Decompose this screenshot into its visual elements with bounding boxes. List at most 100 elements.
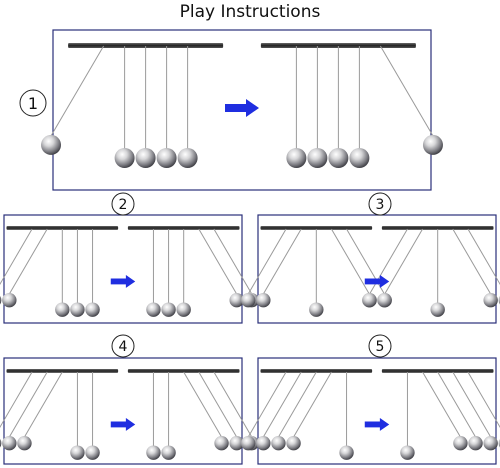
cradle-before-ball [309, 302, 324, 317]
cradle-before-string [50, 45, 105, 137]
cradle-before-bar [6, 369, 119, 373]
page-title: Play Instructions [179, 2, 321, 22]
step-number-circle [111, 334, 135, 358]
cradle-before-ball [114, 148, 135, 168]
cradle-before-ball [70, 445, 85, 460]
cradle-after-bar [260, 43, 416, 48]
cradle-after-ball [161, 302, 176, 317]
cradle-after-ball [146, 302, 161, 317]
cradle-after-string [422, 371, 461, 438]
cradle-after-bar [381, 369, 494, 373]
cradle-after-ball [377, 293, 392, 308]
panel-frame [257, 214, 497, 324]
cradle-before-ball [41, 134, 62, 155]
cradle-after-string [452, 371, 492, 438]
cradle-before-string [24, 371, 63, 438]
cradle-after-ball [328, 148, 349, 168]
arrow-icon [110, 417, 136, 431]
cradle-before-string [262, 228, 302, 295]
cradle-before-ball [286, 436, 301, 451]
panel-frame [3, 357, 243, 465]
step-number: 5 [376, 339, 385, 355]
cradle-after-ball [286, 148, 307, 168]
step-number: 1 [28, 94, 38, 113]
cradle-before-ball [135, 148, 156, 168]
cradle-after-string [467, 371, 500, 429]
step-panel-5: 5 [241, 334, 500, 465]
cradle-before-string [0, 371, 33, 429]
cradle-before-string [247, 371, 287, 438]
cradle-before-ball [177, 148, 198, 168]
cradle-after-string [384, 228, 424, 295]
cradle-after-ball [400, 445, 415, 460]
cradle-before-ball [271, 436, 286, 451]
cradle-before-string [278, 371, 317, 438]
arrow-icon [225, 99, 259, 117]
cradle-after-bar [381, 226, 494, 230]
cradle-after-string [198, 228, 238, 295]
cradle-after-ball [453, 436, 468, 451]
cradle-after-ball [176, 302, 191, 317]
cradle-before-bar [260, 369, 373, 373]
cradle-before-ball [85, 445, 100, 460]
step-number-circle [111, 192, 135, 216]
arrow-icon [364, 274, 390, 288]
cradle-before-ball [256, 293, 271, 308]
cradle-after-ball [214, 436, 229, 451]
cradle-after-string [198, 371, 238, 438]
cradle-before-string [8, 228, 48, 295]
cradle-after-ball [362, 293, 377, 308]
cradle-before-string [293, 371, 332, 438]
cradle-after-ball [161, 445, 176, 460]
step-number-circle [368, 192, 392, 216]
cradle-after-bar [127, 369, 240, 373]
cradle-before-ball [256, 436, 271, 451]
cradle-after-ball [307, 148, 328, 168]
cradle-before-ball [339, 445, 354, 460]
cradle-after-string [452, 228, 492, 295]
cradle-before-ball [17, 436, 32, 451]
cradle-after-string [183, 371, 222, 438]
cradle-after-ball [430, 302, 445, 317]
step-number-circle [19, 89, 47, 117]
cradle-after-ball [483, 293, 498, 308]
cradle-before-ball [2, 293, 17, 308]
cradle-before-bar [6, 226, 119, 230]
step-panel-1: 1 [19, 29, 443, 191]
cradle-after-string [379, 45, 434, 137]
cradle-after-string [467, 228, 500, 286]
cradle-before-ball [85, 302, 100, 317]
step-number-circle [368, 334, 392, 358]
step-number: 3 [376, 197, 385, 213]
cradle-before-string [0, 228, 33, 286]
cradle-after-string [437, 371, 476, 438]
cradle-before-ball [0, 438, 2, 448]
step-panel-2: 2 [0, 192, 259, 324]
cradle-before-string [247, 228, 287, 295]
cradle-before-ball [0, 295, 2, 305]
cradle-before-ball [2, 436, 17, 451]
cradle-after-ball [422, 134, 443, 155]
cradle-before-ball [241, 436, 256, 451]
cradle-after-string [213, 371, 253, 438]
panel-frame [3, 214, 243, 324]
cradle-after-ball [229, 436, 244, 451]
step-panel-3: 3 [241, 192, 500, 324]
cradle-before-bar [260, 226, 373, 230]
cradle-before-string [330, 228, 370, 295]
cradle-before-ball [70, 302, 85, 317]
cradle-after-ball [468, 436, 483, 451]
step-panel-4: 4 [0, 334, 259, 465]
cradle-after-bar [127, 226, 240, 230]
step-number: 4 [119, 339, 128, 355]
cradle-after-ball [146, 445, 161, 460]
cradle-after-string [213, 228, 253, 295]
cradle-before-string [262, 371, 302, 438]
cradle-before-ball [241, 293, 256, 308]
cradle-before-bar [68, 43, 224, 48]
cradle-before-ball [55, 302, 70, 317]
cradle-before-string [8, 371, 48, 438]
cradle-after-ball [483, 436, 498, 451]
step-number: 2 [119, 197, 128, 213]
